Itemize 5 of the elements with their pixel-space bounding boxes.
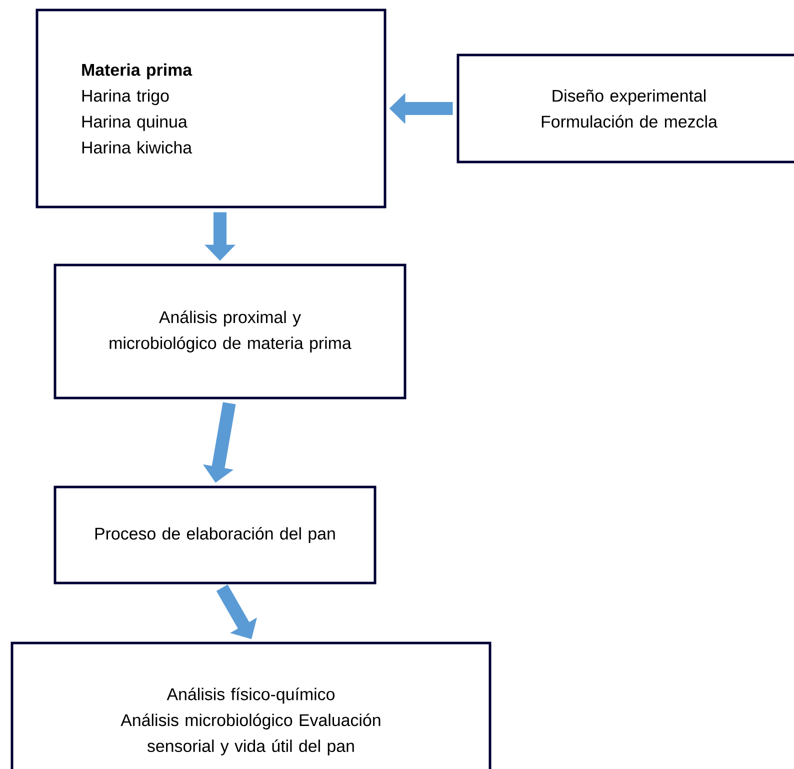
process-box: Análisis proximal y microbiológico de materia prima xyxy=(54,264,406,400)
process-box: Análisis físico-químico Análisis microbiológico Evaluación sensorial y vida útil del pan xyxy=(10,642,492,769)
process-box: Proceso de elaboración del pan xyxy=(54,486,376,584)
process-box: Materia prima Harina trigo Harina quinua Harina kiwicha xyxy=(36,8,386,208)
process-box: Diseño experimental Formulación de mezcla xyxy=(456,54,794,164)
